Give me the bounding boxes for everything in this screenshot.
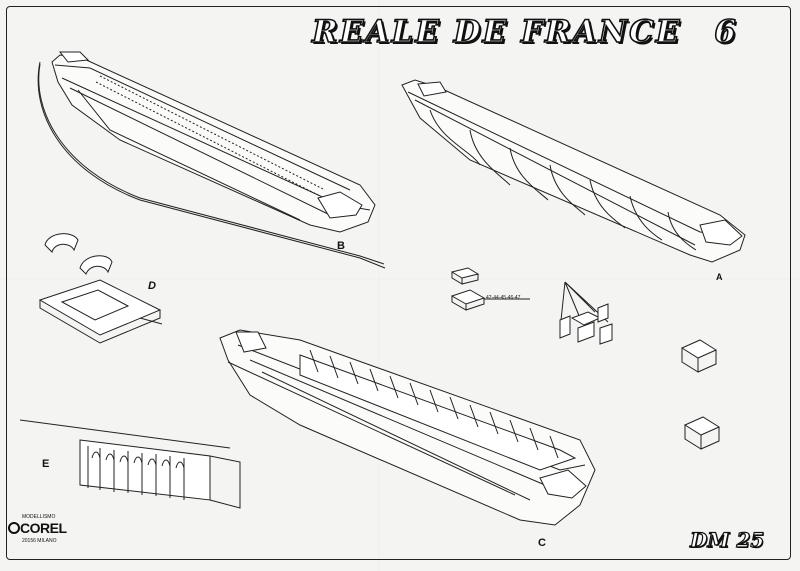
view-label-c: C (538, 537, 546, 549)
parts-box-group (559, 281, 721, 450)
brand-circle-icon (8, 522, 20, 534)
view-label-a: A (716, 272, 723, 282)
brand-logo: MODELLISMO COREL 20156 MILANO (8, 514, 70, 550)
hull-drawing-c (219, 329, 596, 526)
brand-top: MODELLISMO (22, 514, 56, 520)
view-label-e: E (42, 458, 50, 470)
detail-drawing-e (19, 419, 241, 509)
hull-drawing-a (401, 79, 746, 263)
brand-city: 20156 MILANO (22, 538, 57, 544)
fold-crease-vertical (378, 0, 380, 571)
model-code: DM 25 (689, 527, 765, 552)
sheet-border (6, 6, 791, 560)
sheet-number: 6 (713, 13, 738, 51)
parts-group-42-47 (450, 267, 530, 311)
detail-drawing-d (38, 233, 163, 344)
fold-crease-horizontal (0, 278, 800, 280)
brand-name: COREL (20, 520, 67, 536)
part-callout: 42-44-45-46-47 (486, 295, 521, 301)
hull-drawing-b (37, 51, 386, 269)
title-text: REALE DE FRANCE (311, 13, 682, 51)
view-label-b: B (337, 240, 345, 252)
view-label-d: D (148, 280, 156, 292)
sheet-title: REALE DE FRANCE 6 (311, 13, 752, 54)
